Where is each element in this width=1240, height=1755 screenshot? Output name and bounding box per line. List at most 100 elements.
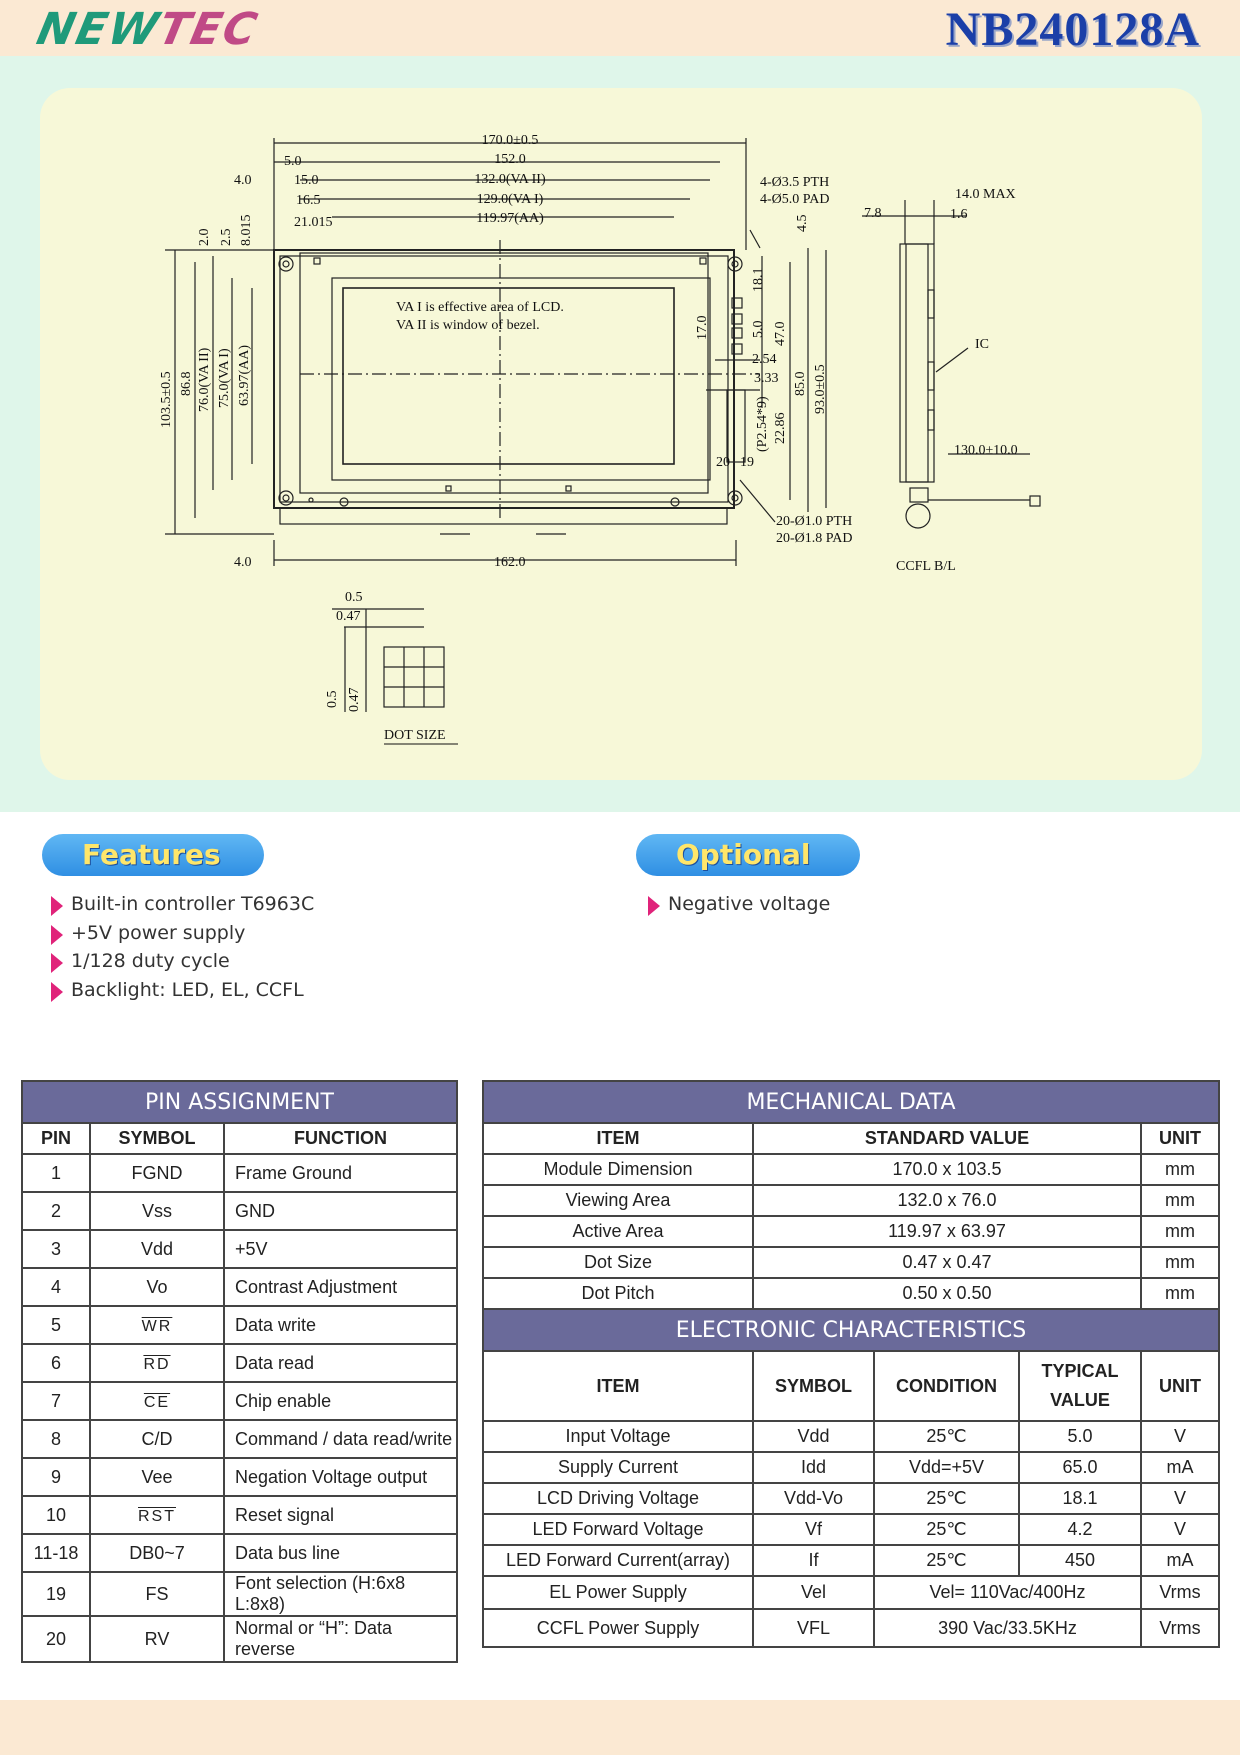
standard-value-header: STANDARD VALUE: [752, 1122, 1142, 1155]
item-header: ITEM: [482, 1122, 754, 1155]
svg-text:20-Ø1.0 PTH: 20-Ø1.0 PTH: [776, 514, 852, 529]
svg-text:17.0: 17.0: [695, 316, 710, 341]
svg-text:2.5: 2.5: [219, 229, 234, 247]
unit-header: UNIT: [1140, 1122, 1220, 1155]
svg-text:DOT SIZE: DOT SIZE: [384, 728, 446, 743]
active-low-symbol: RST: [138, 1507, 176, 1525]
svg-text:22.86: 22.86: [773, 413, 788, 445]
electronic-characteristics-title: ELECTRONIC CHARACTERISTICS: [482, 1308, 1220, 1352]
feature-item: Backlight: LED, EL, CCFL: [47, 979, 314, 1008]
function-header: FUNCTION: [223, 1122, 458, 1155]
symbol-header: SYMBOL: [752, 1350, 875, 1422]
drawing-panel: [40, 88, 1202, 780]
svg-text:3.33: 3.33: [754, 371, 779, 386]
pin-table-title: PIN ASSIGNMENT: [21, 1080, 458, 1124]
svg-text:5.0: 5.0: [284, 154, 302, 169]
optional-heading: Optional: [636, 834, 860, 876]
svg-text:170.0±0.5: 170.0±0.5: [482, 133, 539, 148]
svg-text:CCFL B/L: CCFL B/L: [896, 559, 956, 574]
unit-header: UNIT: [1140, 1350, 1220, 1422]
svg-text:4.0: 4.0: [234, 555, 252, 570]
mechanical-electronic-table: MECHANICAL DATA ITEM STANDARD VALUE UNIT…: [482, 1080, 1220, 1648]
svg-text:VA II is window of bezel.: VA II is window of bezel.: [396, 318, 540, 333]
svg-text:0.5: 0.5: [325, 691, 340, 709]
optional-list: Negative voltage: [644, 893, 830, 922]
svg-text:162.0: 162.0: [494, 555, 526, 570]
svg-text:86.8: 86.8: [179, 372, 194, 397]
svg-text:20-Ø1.8 PAD: 20-Ø1.8 PAD: [776, 531, 853, 546]
svg-text:4.5: 4.5: [795, 215, 810, 233]
svg-text:103.5±0.5: 103.5±0.5: [159, 371, 174, 428]
svg-text:15.0: 15.0: [294, 173, 319, 188]
active-low-symbol: WR: [141, 1317, 173, 1335]
symbol-header: SYMBOL: [89, 1122, 225, 1155]
svg-text:(P2.54*9): (P2.54*9): [755, 396, 770, 452]
svg-text:47.0: 47.0: [773, 322, 788, 347]
svg-text:4-Ø5.0 PAD: 4-Ø5.0 PAD: [760, 192, 830, 207]
condition-header: CONDITION: [873, 1350, 1020, 1422]
svg-text:2.0: 2.0: [197, 229, 212, 247]
svg-text:0.5: 0.5: [345, 590, 363, 605]
optional-item: Negative voltage: [644, 893, 830, 922]
svg-text:4.0: 4.0: [234, 173, 252, 188]
svg-text:76.0(VA II): 76.0(VA II): [197, 347, 212, 412]
svg-text:130.0±10.0: 130.0±10.0: [954, 443, 1018, 458]
svg-text:8.015: 8.015: [239, 215, 254, 247]
model-number: NB240128A: [945, 3, 1200, 56]
svg-text:85.0: 85.0: [793, 372, 808, 397]
mechanical-drawing: 170.0±0.5 152.0 132.0(VA II) 129.0(VA I)…: [159, 133, 1041, 745]
svg-text:75.0(VA I): 75.0(VA I): [217, 348, 232, 408]
svg-text:0.47: 0.47: [347, 688, 362, 713]
svg-text:18.1: 18.1: [751, 268, 766, 293]
feature-item: 1/128 duty cycle: [47, 950, 314, 979]
svg-text:93.0±0.5: 93.0±0.5: [813, 364, 828, 414]
features-list: Built-in controller T6963C +5V power sup…: [47, 893, 314, 1007]
svg-text:5.0: 5.0: [751, 321, 766, 339]
header-bar: NEWTEC NB240128A: [0, 0, 1240, 56]
svg-text:19: 19: [740, 455, 754, 470]
active-low-symbol: RD: [143, 1355, 171, 1373]
svg-text:4-Ø3.5 PTH: 4-Ø3.5 PTH: [760, 175, 829, 190]
feature-item: Built-in controller T6963C: [47, 893, 314, 922]
mechanical-data-title: MECHANICAL DATA: [482, 1080, 1220, 1124]
svg-text:152.0: 152.0: [494, 152, 526, 167]
svg-text:7.8: 7.8: [864, 206, 882, 221]
svg-text:2.54: 2.54: [752, 352, 777, 367]
svg-text:132.0(VA II): 132.0(VA II): [474, 172, 546, 187]
svg-text:63.97(AA): 63.97(AA): [237, 345, 252, 406]
svg-text:VA I is effective area of LCD.: VA I is effective area of LCD.: [396, 300, 564, 315]
svg-text:21.015: 21.015: [294, 215, 333, 230]
svg-text:20: 20: [716, 455, 730, 470]
svg-text:119.97(AA): 119.97(AA): [476, 211, 544, 226]
item-header: ITEM: [482, 1350, 754, 1422]
svg-text:14.0 MAX: 14.0 MAX: [955, 187, 1016, 202]
svg-text:129.0(VA I): 129.0(VA I): [477, 192, 544, 207]
svg-text:1.6: 1.6: [950, 207, 968, 222]
features-heading: Features: [42, 834, 264, 876]
footer-bar: [0, 1700, 1240, 1755]
